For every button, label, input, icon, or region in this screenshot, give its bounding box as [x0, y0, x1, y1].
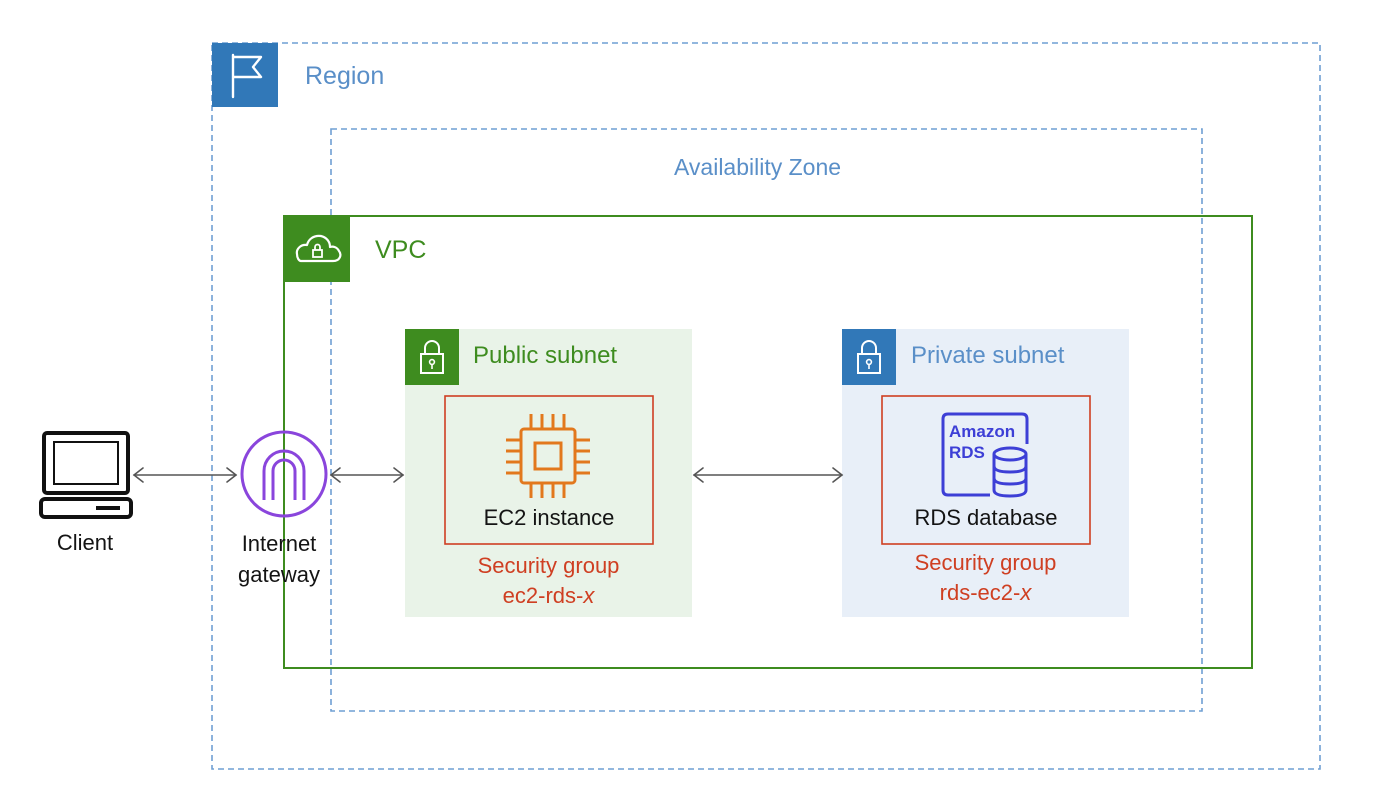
- vpc-badge: [284, 216, 350, 282]
- rds-sg-name-suffix: x: [1020, 580, 1032, 605]
- client-gateway-arrow: [132, 467, 238, 483]
- cloud-lock-icon: [295, 234, 342, 263]
- region-label: Region: [305, 62, 385, 90]
- ec2-rds-arrow: [692, 467, 844, 483]
- flag-icon: [231, 53, 263, 99]
- padlock-icon: [857, 340, 881, 374]
- ec2-sg-name-suffix: x: [583, 583, 595, 608]
- public-subnet-label: Public subnet: [473, 342, 618, 369]
- ec2-instance-label: EC2 instance: [483, 505, 615, 530]
- padlock-icon: [420, 340, 444, 374]
- ec2-security-group-label: Security group ec2-rds-x: [405, 551, 692, 611]
- rds-node: Amazon RDS: [940, 410, 1034, 502]
- private-subnet-label: Private subnet: [911, 342, 1065, 369]
- ec2-security-group-name: ec2-rds-x: [405, 581, 692, 611]
- rds-sg-name-prefix: rds-ec2-: [939, 580, 1021, 605]
- database-icon: Amazon RDS: [941, 412, 1029, 498]
- public-subnet-badge: [405, 329, 459, 385]
- ec2-security-group-box: [444, 395, 654, 545]
- private-subnet-badge: [842, 329, 896, 385]
- client-node: [38, 430, 134, 522]
- rds-security-group-box: [881, 395, 1091, 545]
- rds-security-group-name: rds-ec2-x: [842, 578, 1129, 608]
- internet-gateway-icon: [240, 430, 328, 518]
- rds-database-label: RDS database: [914, 505, 1058, 530]
- ec2-node: [501, 410, 595, 502]
- ec2-sg-name-prefix: ec2-rds-: [502, 583, 584, 608]
- internet-gateway-node: [238, 428, 330, 520]
- region-badge: [212, 43, 278, 107]
- internet-gateway-label-line1: Internet: [241, 531, 317, 556]
- laptop-icon: [39, 431, 133, 519]
- client-label: Client: [56, 530, 114, 555]
- vpc-boundary: [283, 215, 1253, 669]
- vpc-label: VPC: [375, 236, 427, 264]
- region-boundary: [211, 42, 1321, 770]
- rds-security-group-label: Security group rds-ec2-x: [842, 548, 1129, 608]
- availability-zone-label: Availability Zone: [674, 154, 842, 180]
- rds-logo-text-line2: RDS: [949, 443, 985, 462]
- internet-gateway-label: Internet gateway: [214, 528, 344, 590]
- availability-zone-boundary: [330, 128, 1203, 712]
- rds-logo-text-line1: Amazon: [949, 422, 1015, 441]
- gateway-subnet-arrow: [329, 467, 405, 483]
- chip-icon: [506, 414, 590, 498]
- rds-security-group-title: Security group: [914, 550, 1057, 575]
- ec2-security-group-title: Security group: [477, 553, 620, 578]
- internet-gateway-label-line2: gateway: [238, 562, 320, 587]
